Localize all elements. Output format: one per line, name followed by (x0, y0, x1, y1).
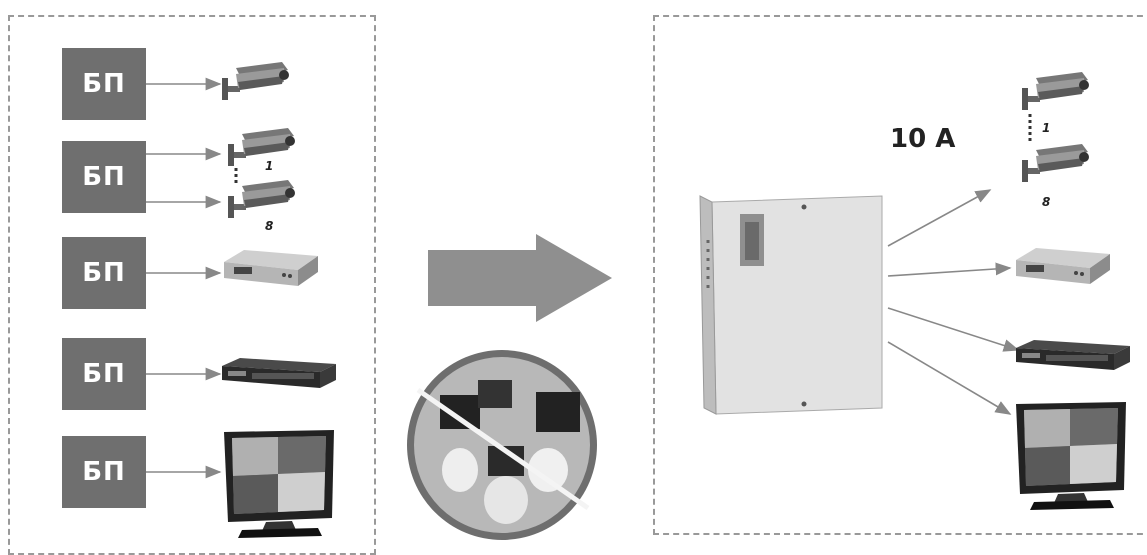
prohibited-adapters-icon (407, 350, 597, 540)
camera-icon (228, 180, 295, 218)
camera-index-last: 8 (265, 219, 273, 233)
arrow-line (888, 190, 990, 246)
camera-index-first: 1 (265, 159, 273, 173)
network-switch-icon (222, 358, 336, 388)
monitor-icon (1016, 402, 1126, 510)
camera-icon (222, 62, 289, 100)
camera-icon (228, 128, 295, 166)
camera-icon (1022, 144, 1089, 182)
network-switch-icon (1016, 340, 1130, 370)
centralized-power-supply-box (700, 196, 882, 414)
arrow-line (888, 268, 1010, 276)
camera-icon (1022, 72, 1089, 110)
dvr-recorder-icon (1016, 248, 1110, 284)
arrow-line (888, 308, 1018, 350)
dvr-recorder-icon (224, 250, 318, 286)
monitor-icon (224, 430, 334, 538)
camera-index-last: 8 (1042, 195, 1050, 209)
camera-index-first: 1 (1042, 121, 1050, 135)
transition-arrow (428, 234, 612, 322)
arrow-line (888, 342, 1010, 414)
